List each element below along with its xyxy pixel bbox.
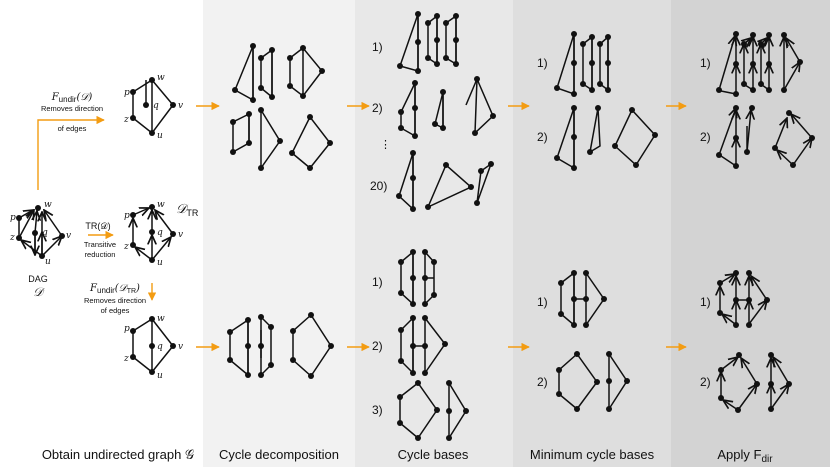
dtr-node-w: w — [157, 200, 165, 210]
dag-node-q: q — [42, 228, 48, 238]
min-label-2: 2) — [537, 130, 548, 144]
f-undir-bot-desc-1: Removes direction — [84, 296, 146, 305]
tr-desc-1: Transitive — [84, 240, 116, 249]
panel-apply-fdir — [671, 0, 830, 467]
top-node-p: p — [124, 88, 130, 98]
title-minimum-cycle-bases: Minimum cycle bases — [530, 447, 655, 462]
top-node-v: v — [178, 101, 183, 111]
dtr-label: 𝒟TR — [176, 202, 199, 218]
dag-graph: w p z q v u — [9, 200, 71, 267]
dag-symbol: 𝒟 — [33, 285, 45, 299]
top-node-u: u — [157, 131, 163, 141]
bot-node-v: v — [178, 342, 183, 352]
dag-node-v: v — [66, 231, 71, 241]
dag-node-p: p — [10, 213, 16, 223]
dag-node-w: w — [44, 200, 52, 210]
basis-bottom-1 — [398, 249, 437, 307]
f-undir-bot-argsub: TR — [127, 288, 136, 295]
f-undir-top-label: Fundir(𝒟) — [51, 92, 93, 104]
dag-node-z: z — [9, 233, 15, 243]
dir-label-2: 2) — [700, 130, 711, 144]
basis-top-2 — [398, 76, 496, 139]
basis-label-2: 2) — [372, 101, 383, 115]
dtr-node-z: z — [123, 242, 129, 252]
panel-cycle-bases — [355, 0, 513, 467]
f-undir-top-sub: undir — [59, 95, 77, 104]
min-label-b1: 1) — [537, 295, 548, 309]
f-undir-top-desc-1: Removes direction — [41, 104, 103, 113]
title-cycle-bases: Cycle bases — [398, 447, 469, 462]
bot-node-w: w — [157, 314, 165, 324]
dtr-label-sub: TR — [186, 208, 198, 218]
f-undir-bot-label: Fundir(𝒟TR) — [89, 283, 140, 295]
f-undir-bot-arg: (𝒟 — [115, 283, 129, 294]
title-apply-fdir-main: Apply F — [717, 447, 761, 462]
min-top-2 — [554, 105, 658, 171]
min-top-1 — [554, 31, 611, 97]
dir-bottom-2 — [718, 352, 792, 413]
f-undir-bot-sub: undir — [97, 286, 115, 295]
basis-bottom-3 — [397, 380, 469, 441]
dtr-label-d: 𝒟 — [176, 202, 189, 217]
f-undir-top-desc-2: of edges — [58, 124, 87, 133]
dtr-node-v: v — [178, 230, 183, 240]
dir-bottom-1 — [717, 270, 770, 328]
basis-bottom-2 — [398, 315, 448, 376]
title-obtain-undirected: Obtain undirected graph 𝒢 — [42, 447, 194, 462]
title-apply-fdir: Apply Fdir — [717, 447, 773, 465]
basis-top-20 — [396, 150, 494, 212]
tr-label: TR(𝒟) — [85, 221, 110, 231]
f-undir-top-arg: (𝒟) — [76, 92, 92, 103]
min-bottom-2 — [556, 351, 630, 412]
bot-node-z: z — [123, 354, 129, 364]
basis-label-20: 20) — [370, 179, 387, 193]
bot-node-p: p — [124, 324, 130, 334]
arrow-dag-to-undir-top — [37, 115, 105, 190]
cycle-decomposition-bottom — [227, 312, 334, 379]
column-arrows — [196, 101, 687, 352]
top-node-w: w — [157, 73, 165, 83]
f-undir-top-f: F — [51, 92, 60, 103]
dtr-node-q: q — [157, 228, 163, 238]
min-bottom-1 — [558, 270, 607, 328]
dtr-node-p: p — [124, 211, 130, 221]
f-undir-bot-f: F — [89, 283, 98, 294]
title-cycle-decomposition: Cycle decomposition — [219, 447, 339, 462]
dtr-graph: w p z q v u — [123, 200, 183, 268]
top-node-q: q — [153, 101, 159, 111]
title-apply-fdir-sub: dir — [761, 454, 773, 465]
bot-node-u: u — [157, 371, 163, 381]
bot-node-q: q — [157, 342, 163, 352]
f-undir-bot-desc-2: of edges — [101, 306, 130, 315]
cycle-decomposition-top — [230, 43, 333, 171]
basis-label-b2: 2) — [372, 339, 383, 353]
basis-label-b3: 3) — [372, 403, 383, 417]
dir-label-1: 1) — [700, 56, 711, 70]
dir-label-b2: 2) — [700, 375, 711, 389]
dir-top-1 — [716, 31, 803, 97]
min-label-1: 1) — [537, 56, 548, 70]
tr-desc-2: reduction — [85, 250, 116, 259]
dir-top-2 — [716, 105, 815, 169]
dag-node-u: u — [45, 257, 51, 267]
undirected-graph-bottom: w p z q v u — [123, 314, 183, 381]
min-label-b2: 2) — [537, 375, 548, 389]
dir-label-b1: 1) — [700, 295, 711, 309]
panel-cycle-decomposition — [203, 0, 355, 467]
dtr-node-u: u — [157, 258, 163, 268]
top-node-z: z — [123, 115, 129, 125]
basis-label-ellipsis: ⋮ — [380, 139, 391, 151]
dag-label: DAG — [28, 274, 48, 284]
f-undir-bot-close: ) — [135, 283, 140, 294]
basis-top-1 — [397, 11, 459, 74]
basis-label-1: 1) — [372, 40, 383, 54]
undirected-graph-top: w p z q v u — [123, 73, 183, 141]
basis-label-b1: 1) — [372, 275, 383, 289]
column-titles: Obtain undirected graph 𝒢 Cycle decompos… — [42, 447, 773, 465]
